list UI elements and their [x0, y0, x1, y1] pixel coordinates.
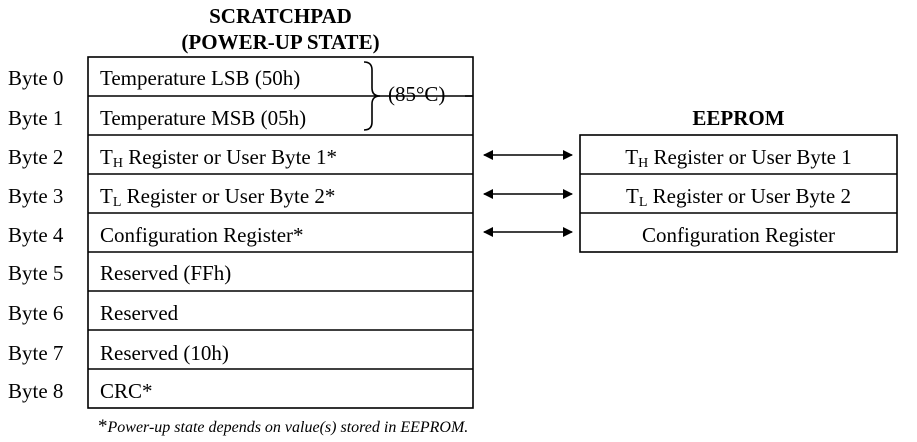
- scratchpad-byte-8-text: CRC*: [100, 379, 153, 403]
- scratchpad-byte-0-text: Temperature LSB (50h): [100, 66, 301, 90]
- scratchpad-byte-1-text: Temperature MSB (05h): [100, 106, 307, 130]
- byte-label-5: Byte 5: [8, 261, 64, 285]
- byte-label-2: Byte 2: [8, 145, 64, 169]
- byte-label-7: Byte 7: [8, 341, 64, 365]
- scratchpad-box: [87, 56, 474, 409]
- scratchpad-byte-2: TH Register or User Byte 1*: [88, 145, 473, 171]
- eeprom-tl-suffix: Register or User Byte 2: [647, 184, 851, 208]
- eeprom-box: [579, 134, 898, 253]
- scratchpad-byte-5: Reserved (FFh): [88, 261, 473, 285]
- scratchpad-byte-7-text: Reserved (10h): [100, 341, 229, 365]
- scratchpad-title-line2: (POWER-UP STATE): [181, 30, 380, 54]
- byte-label-6: Byte 6: [8, 301, 64, 325]
- footnote-text: Power-up state depends on value(s) store…: [107, 419, 469, 436]
- scratchpad-byte-1: Temperature MSB (05h): [88, 106, 473, 130]
- scratchpad-byte-6: Reserved: [88, 301, 473, 325]
- eeprom-tl-prefix: T: [626, 184, 639, 208]
- th-suffix: Register or User Byte 1*: [122, 145, 337, 169]
- eeprom-config-text: Configuration Register: [641, 223, 836, 247]
- eeprom-byte-tl: TL Register or User Byte 2: [580, 184, 897, 210]
- footnote-star: *: [98, 416, 108, 437]
- byte-label-4: Byte 4: [8, 223, 64, 247]
- scratchpad-byte-5-text: Reserved (FFh): [100, 261, 232, 285]
- eeprom-th-suffix: Register or User Byte 1: [648, 145, 852, 169]
- scratchpad-byte-8: CRC*: [88, 379, 473, 403]
- temperature-note: (85°C): [388, 82, 446, 106]
- byte-label-0: Byte 0: [8, 66, 64, 90]
- byte-label-8: Byte 8: [8, 379, 64, 403]
- eeprom-config: Configuration Register: [580, 223, 897, 247]
- footnote: *Power-up state depends on value(s) stor…: [98, 416, 468, 438]
- th-subscript: H: [112, 156, 123, 171]
- byte-label-1: Byte 1: [8, 106, 64, 130]
- tl-prefix: T: [100, 184, 113, 208]
- scratchpad-byte-6-text: Reserved: [100, 301, 179, 325]
- tl-subscript: L: [112, 195, 122, 210]
- scratchpad-byte-4-text: Configuration Register*: [100, 223, 304, 247]
- temperature-brace: [363, 61, 381, 131]
- scratchpad-byte-7: Reserved (10h): [88, 341, 473, 365]
- scratchpad-byte-0: Temperature LSB (50h): [88, 66, 473, 90]
- scratchpad-byte-3: TL Register or User Byte 2*: [88, 184, 473, 210]
- eeprom-title: EEPROM: [692, 106, 785, 130]
- eeprom-th-subscript: H: [638, 156, 649, 171]
- scratchpad-title-line1: SCRATCHPAD: [209, 4, 352, 28]
- tl-suffix: Register or User Byte 2*: [121, 184, 336, 208]
- byte-label-3: Byte 3: [8, 184, 64, 208]
- scratchpad-byte-4: Configuration Register*: [88, 223, 473, 247]
- eeprom-byte-th: TH Register or User Byte 1: [580, 145, 897, 171]
- eeprom-tl-subscript: L: [638, 195, 648, 210]
- eeprom-th-prefix: T: [625, 145, 639, 169]
- th-prefix: T: [100, 145, 113, 169]
